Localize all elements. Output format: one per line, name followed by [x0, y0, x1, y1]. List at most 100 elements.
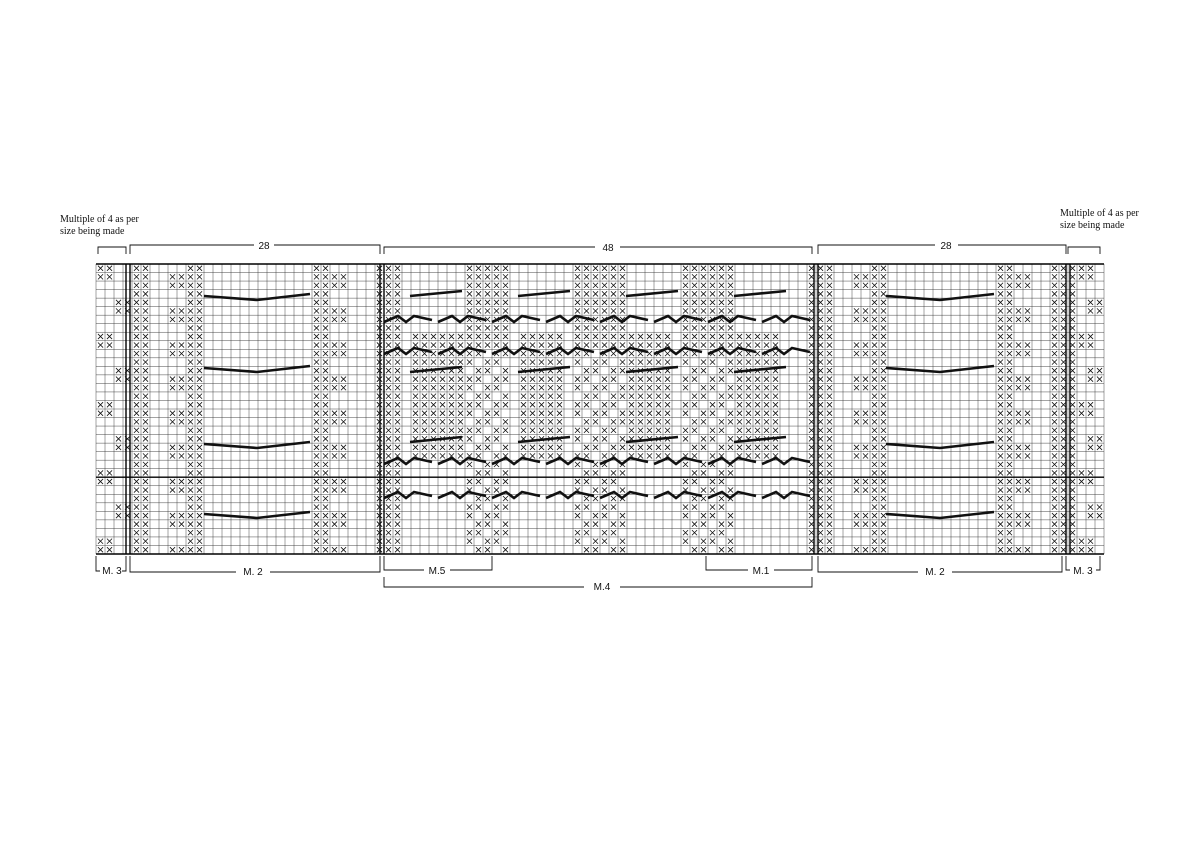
purl-symbol — [691, 273, 698, 280]
purl-symbol — [106, 546, 113, 553]
purl-symbol — [583, 376, 590, 382]
purl-symbol — [1051, 376, 1058, 382]
purl-symbol — [583, 427, 590, 434]
purl-symbol — [862, 273, 869, 280]
purl-symbol — [1015, 376, 1022, 382]
purl-symbol — [610, 401, 617, 408]
purl-symbol — [619, 299, 626, 306]
purl-symbol — [808, 291, 815, 297]
purl-symbol — [385, 299, 392, 306]
purl-symbol — [169, 546, 176, 553]
purl-symbol — [727, 291, 734, 297]
purl-symbol — [430, 444, 437, 451]
purl-symbol — [1087, 444, 1094, 451]
purl-symbol — [457, 444, 464, 451]
purl-symbol — [340, 487, 347, 493]
purl-symbol — [322, 444, 329, 451]
purl-symbol — [997, 453, 1004, 459]
purl-symbol — [1015, 546, 1022, 553]
purl-symbol — [547, 410, 554, 417]
purl-symbol — [412, 393, 419, 400]
purl-symbol — [448, 427, 455, 434]
purl-symbol — [322, 436, 329, 442]
purl-symbol — [1006, 308, 1013, 314]
purl-symbol — [331, 521, 338, 527]
purl-symbol — [439, 427, 446, 434]
purl-symbol — [817, 461, 824, 468]
purl-symbol — [331, 453, 338, 459]
purl-symbol — [691, 444, 698, 451]
purl-symbol — [493, 538, 500, 545]
m4-cable-zigzag — [491, 314, 541, 324]
purl-symbol — [385, 529, 392, 536]
purl-symbol — [997, 359, 1004, 365]
purl-symbol — [1006, 393, 1013, 400]
purl-symbol — [547, 376, 554, 382]
bracket-m3-left — [95, 556, 100, 572]
purl-symbol — [826, 470, 833, 476]
purl-symbol — [709, 436, 716, 442]
purl-symbol — [340, 273, 347, 280]
purl-symbol — [1015, 444, 1022, 451]
purl-symbol — [610, 418, 617, 425]
purl-symbol — [682, 512, 689, 519]
purl-symbol — [466, 325, 473, 331]
purl-symbol — [385, 384, 392, 391]
purl-symbol — [178, 521, 185, 527]
purl-symbol — [394, 359, 401, 365]
purl-symbol — [808, 529, 815, 536]
purl-symbol — [493, 299, 500, 306]
purl-symbol — [772, 427, 779, 434]
purl-symbol — [997, 393, 1004, 400]
purl-symbol — [709, 308, 716, 314]
purl-symbol — [1060, 265, 1067, 272]
purl-symbol — [484, 470, 491, 476]
purl-symbol — [376, 487, 383, 493]
purl-symbol — [637, 444, 644, 451]
purl-symbol — [493, 512, 500, 519]
purl-symbol — [619, 359, 626, 365]
purl-symbol — [457, 359, 464, 365]
purl-symbol — [142, 427, 149, 434]
purl-symbol — [808, 401, 815, 408]
purl-symbol — [700, 444, 707, 451]
purl-symbol — [601, 291, 608, 297]
purl-symbol — [871, 529, 878, 536]
purl-symbol — [682, 291, 689, 297]
purl-symbol — [826, 273, 833, 280]
purl-symbol — [610, 342, 617, 348]
purl-symbol — [475, 495, 482, 502]
purl-symbol — [574, 291, 581, 297]
purl-symbol — [142, 342, 149, 348]
purl-symbol — [637, 401, 644, 408]
m4-cable-zigzag — [653, 456, 703, 466]
purl-symbol — [322, 333, 329, 340]
purl-symbol — [376, 299, 383, 306]
purl-symbol — [475, 282, 482, 289]
purl-symbol — [826, 538, 833, 545]
purl-symbol — [196, 316, 203, 323]
purl-symbol — [880, 410, 887, 417]
note-left-line-2: size being made — [60, 226, 125, 237]
purl-symbol — [1024, 546, 1031, 553]
purl-symbol — [430, 376, 437, 382]
purl-symbol — [817, 342, 824, 348]
purl-symbol — [502, 291, 509, 297]
purl-symbol — [664, 376, 671, 382]
purl-symbol — [1060, 299, 1067, 306]
purl-symbol — [1024, 384, 1031, 391]
purl-symbol — [448, 410, 455, 417]
purl-symbol — [1051, 333, 1058, 340]
purl-symbol — [196, 461, 203, 468]
purl-symbol — [601, 265, 608, 272]
purl-symbol — [313, 478, 320, 485]
purl-symbol — [430, 453, 437, 459]
purl-symbol — [457, 367, 464, 374]
purl-symbol — [313, 316, 320, 323]
purl-symbol — [709, 504, 716, 510]
purl-symbol — [871, 538, 878, 545]
purl-symbol — [808, 384, 815, 391]
purl-symbol — [871, 401, 878, 408]
purl-symbol — [583, 299, 590, 306]
purl-symbol — [412, 444, 419, 451]
